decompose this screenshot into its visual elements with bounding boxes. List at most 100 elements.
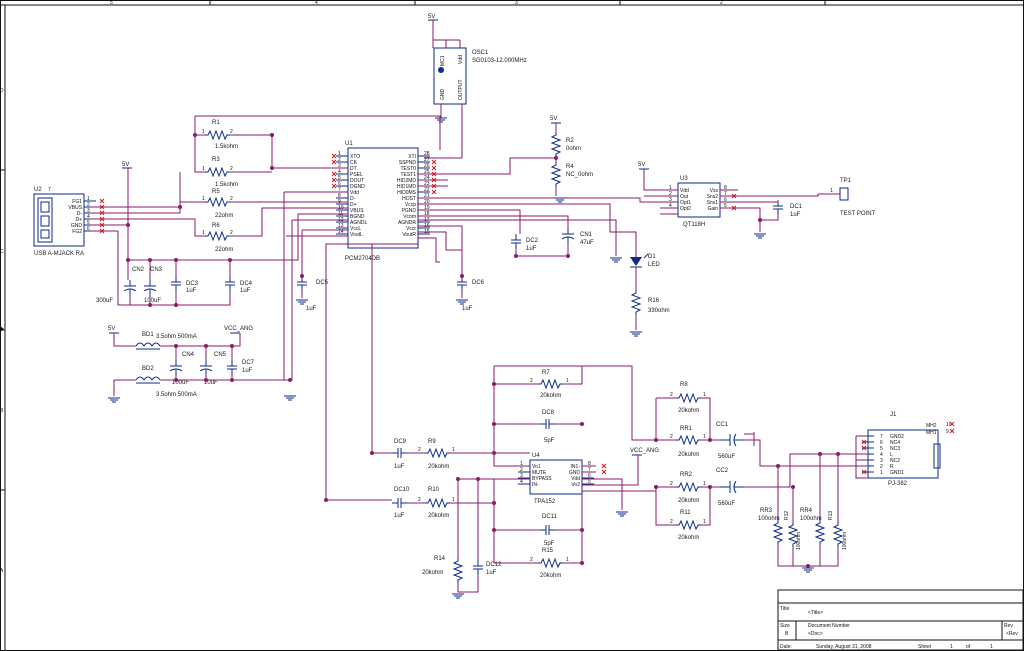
u1-pcm2704[interactable]: U1 PCM2704DB XTO1CK2DT3PSEL4DOUT5DGND6Vd… (336, 141, 430, 262)
osc1-pin-vdd: Vdd (458, 55, 464, 64)
tp1-test-point[interactable]: TP1 1 TEST POINT (818, 178, 876, 217)
u1-pin-vdd: Vdd (350, 190, 359, 196)
svg-text:1uF: 1uF (790, 212, 801, 218)
svg-text:BD1: BD1 (142, 332, 154, 338)
u1-pin-bgnd: BGND (350, 214, 365, 220)
osc1-supply-label: 5V (428, 14, 435, 20)
wires (90, 115, 868, 593)
u1-pin-hid2md: HID2MD (397, 178, 417, 184)
u1-pin-vccp: Vccp (405, 202, 416, 208)
u3-pin-opt2: Opt2 (680, 206, 691, 212)
u1-pinnum-22: 22 (424, 187, 430, 193)
j1-mh2: MH2 (926, 423, 937, 429)
svg-text:R8: R8 (680, 382, 688, 388)
svg-text:DC2: DC2 (526, 238, 539, 244)
u4-pin-in-: IN- (532, 482, 539, 488)
svg-text:R13: R13 (828, 511, 834, 520)
svg-text:560uF: 560uF (718, 501, 735, 507)
svg-text:6: 6 (724, 197, 727, 203)
j1-name: PJ-382 (888, 481, 908, 487)
u1-pinnum-28: 28 (424, 151, 430, 157)
svg-text:CN1: CN1 (580, 232, 593, 238)
svg-text:1uF: 1uF (242, 368, 253, 374)
svg-text:1: 1 (566, 378, 569, 384)
svg-text:DC12: DC12 (486, 562, 502, 568)
frame-col-5: 5 (110, 0, 113, 6)
d1-led[interactable]: D1 LED (630, 253, 660, 268)
svg-text:1: 1 (703, 481, 706, 487)
svg-text:2: 2 (230, 129, 233, 135)
u4-pin-vo2: Vo2 (571, 482, 580, 488)
svg-text:1uF: 1uF (526, 246, 537, 252)
osc1-oscillator[interactable]: 5V MC1 Vdd GND OUTPUT OSC1 SG0103-12.000… (424, 14, 527, 159)
u2-pin-fg1: FG1 (72, 199, 82, 205)
svg-text:1: 1 (669, 185, 672, 191)
svg-text:100ohm: 100ohm (796, 532, 802, 550)
j1-pin-nc3: NC3 (890, 446, 900, 452)
svg-text:1uF: 1uF (486, 570, 497, 576)
svg-text:5V: 5V (122, 162, 129, 168)
svg-text:330ohm: 330ohm (648, 308, 670, 314)
u1-pin-vccr: Vccr (406, 226, 416, 232)
osc1-ref: OSC1 (472, 50, 489, 56)
u1-pinnum-18: 18 (424, 211, 430, 217)
svg-text:10uF: 10uF (204, 380, 218, 386)
svg-text:2: 2 (530, 378, 533, 384)
svg-text:20kohm: 20kohm (678, 535, 699, 541)
osc1-pin-output: OUTPUT (458, 79, 464, 100)
u4-pin-in1-: IN1- (571, 464, 581, 470)
svg-text:5V: 5V (638, 162, 645, 168)
svg-text:RR1: RR1 (680, 426, 693, 432)
dc12-capacitor[interactable]: DC12 1uF (472, 559, 502, 576)
u2-ref: U2 (34, 187, 42, 193)
u3-pin-sns1: Sns1 (707, 200, 719, 206)
tb-size: B (785, 631, 789, 637)
svg-text:4: 4 (880, 452, 883, 458)
svg-text:R10: R10 (428, 487, 440, 493)
j1-pin-gnd2: GND2 (890, 434, 904, 440)
u4-pin-gnd: GND (569, 470, 581, 476)
